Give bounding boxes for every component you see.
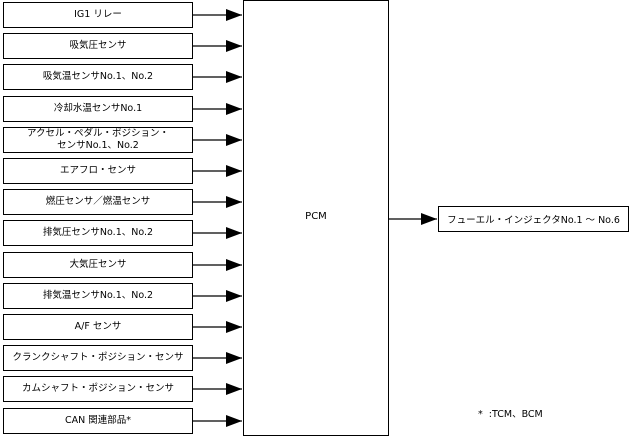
input-label: 大気圧センサ — [69, 259, 127, 270]
input-box: 排気温センサNo.1、No.2 — [3, 283, 193, 309]
pcm-block: PCM — [243, 0, 389, 436]
input-box: 冷却水温センサNo.1 — [3, 96, 193, 122]
input-box: 燃圧センサ／燃温センサ — [3, 189, 193, 215]
input-label: エアフロ・センサ — [59, 165, 136, 176]
input-label: CAN 関連部品* — [64, 415, 131, 426]
input-label: 燃圧センサ／燃温センサ — [45, 196, 151, 207]
input-box: CAN 関連部品* — [3, 408, 193, 434]
input-label: A/F センサ — [74, 321, 122, 332]
input-box: アクセル・ペダル・ポジション・ センサNo.1、No.2 — [3, 127, 193, 153]
input-label: アクセル・ペダル・ポジション・ センサNo.1、No.2 — [26, 128, 170, 151]
input-label: 吸気温センサNo.1、No.2 — [42, 71, 154, 82]
input-box: A/F センサ — [3, 314, 193, 340]
input-label: 排気圧センサNo.1、No.2 — [42, 227, 154, 238]
footnote: * :TCM、BCM — [478, 409, 543, 420]
input-box: エアフロ・センサ — [3, 158, 193, 184]
input-label: 冷却水温センサNo.1 — [53, 103, 143, 114]
input-label: カムシャフト・ポジション・センサ — [21, 383, 174, 394]
input-label: IG1 リレー — [74, 9, 122, 20]
input-box: 大気圧センサ — [3, 252, 193, 278]
input-box: 吸気圧センサ — [3, 33, 193, 59]
output-label: フューエル・インジェクタNo.1 ～ No.6 — [447, 215, 620, 226]
input-label: クランクシャフト・ポジション・センサ — [12, 352, 184, 363]
input-box: クランクシャフト・ポジション・センサ — [3, 345, 193, 371]
fuel-injector-output-box: フューエル・インジェクタNo.1 ～ No.6 — [438, 206, 629, 232]
input-box: 排気圧センサNo.1、No.2 — [3, 220, 193, 246]
input-label: 排気温センサNo.1、No.2 — [42, 290, 154, 301]
input-label: 吸気圧センサ — [69, 40, 127, 51]
input-box: 吸気温センサNo.1、No.2 — [3, 64, 193, 90]
input-box: カムシャフト・ポジション・センサ — [3, 376, 193, 402]
input-box: IG1 リレー — [3, 2, 193, 28]
pcm-label: PCM — [305, 211, 327, 222]
